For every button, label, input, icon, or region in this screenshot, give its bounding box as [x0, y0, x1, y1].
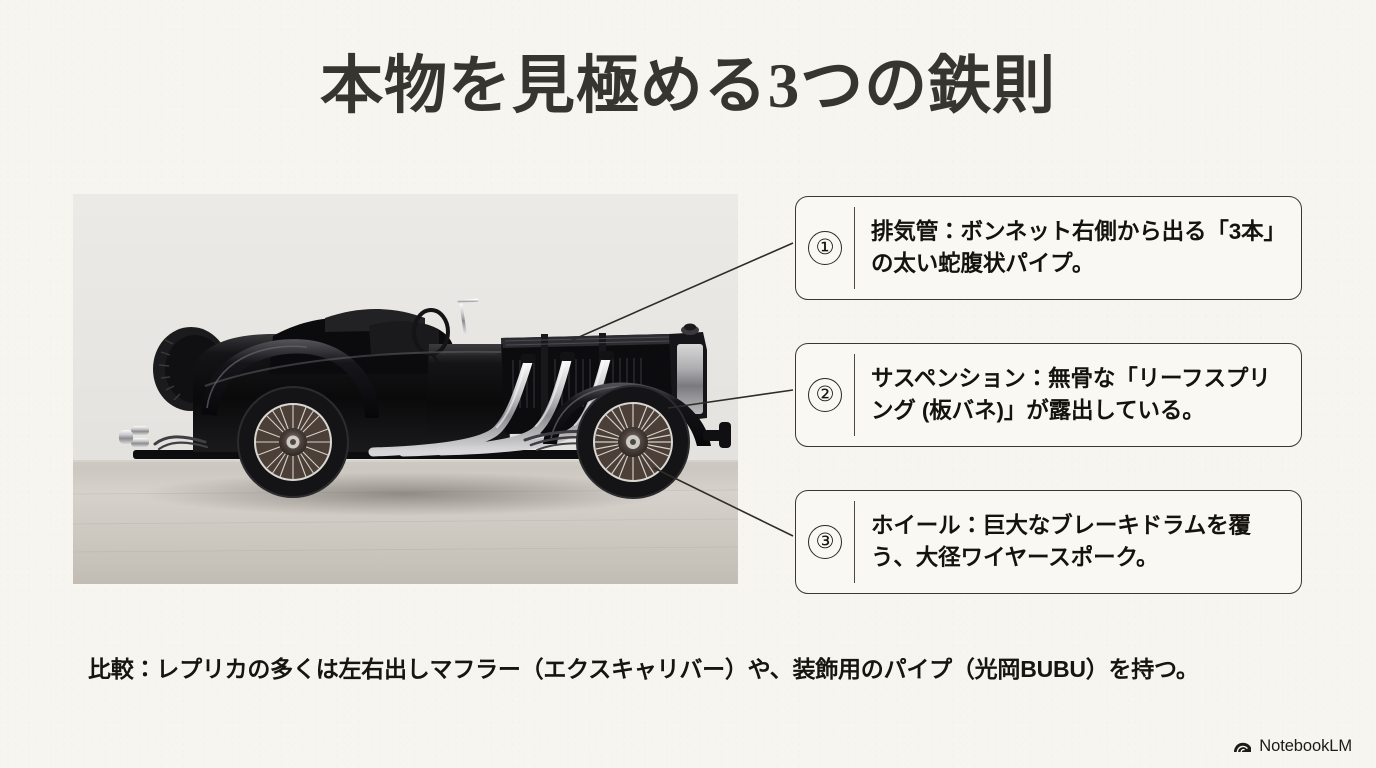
callout-text-cell-2: サスペンション：無骨な「リーフスプリング (板バネ)」が露出している。	[855, 344, 1301, 446]
callout-number-cell-3: ③	[796, 501, 855, 583]
car-photo-illustration	[73, 194, 738, 584]
notebooklm-arc-logo-icon	[1234, 742, 1252, 753]
steering-wheel	[412, 308, 450, 371]
callout-number-cell-2: ②	[796, 354, 855, 436]
car-photo	[73, 194, 738, 584]
callout-number-1: ①	[808, 231, 842, 265]
callout-text-1: 排気管：ボンネット右側から出る「3本」の太い蛇腹状パイプ。	[871, 219, 1286, 276]
callout-box-1[interactable]: ① 排気管：ボンネット右側から出る「3本」の太い蛇腹状パイプ。	[795, 196, 1302, 300]
front-wheel	[576, 385, 690, 499]
callout-text-cell-3: ホイール：巨大なブレーキドラムを覆う、大径ワイヤースポーク。	[855, 491, 1301, 593]
callout-text-2: サスペンション：無骨な「リーフスプリング (板バネ)」が露出している。	[871, 366, 1271, 423]
notebooklm-brand-name: NotebookLM	[1259, 736, 1352, 755]
callout-text-cell-1: 排気管：ボンネット右側から出る「3本」の太い蛇腹状パイプ。	[855, 197, 1301, 299]
callout-number-2: ②	[808, 378, 842, 412]
callout-text-3: ホイール：巨大なブレーキドラムを覆う、大径ワイヤースポーク。	[871, 513, 1251, 570]
callout-number-3: ③	[808, 525, 842, 559]
callout-number-cell-1: ①	[796, 207, 855, 289]
callout-box-3[interactable]: ③ ホイール：巨大なブレーキドラムを覆う、大径ワイヤースポーク。	[795, 490, 1302, 594]
comparison-note: 比較：レプリカの多くは左右出しマフラー（エクスキャリバー）や、装飾用のパイプ（光…	[88, 656, 1199, 682]
rear-wheel	[237, 386, 349, 498]
notebooklm-brand: NotebookLM	[1233, 736, 1352, 755]
page-title: 本物を見極める3つの鉄則	[320, 51, 1056, 121]
callout-box-2[interactable]: ② サスペンション：無骨な「リーフスプリング (板バネ)」が露出している。	[795, 343, 1302, 447]
